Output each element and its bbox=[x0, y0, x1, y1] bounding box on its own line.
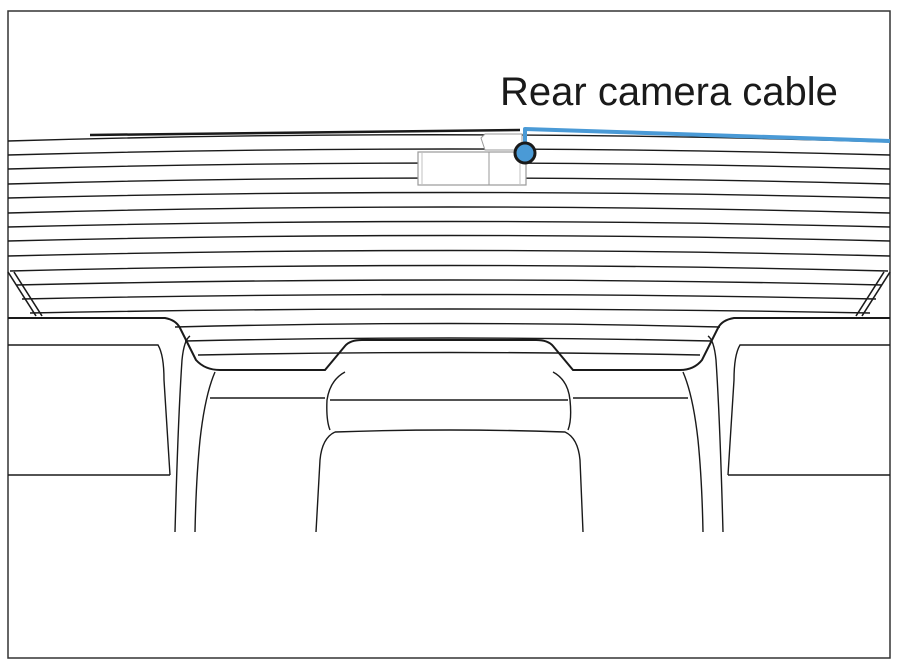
roof-line bbox=[89, 128, 521, 137]
cable-connection-point bbox=[513, 141, 537, 165]
parcel-shelf bbox=[8, 317, 890, 371]
defroster-lines bbox=[7, 134, 891, 356]
diagram-frame bbox=[7, 10, 891, 659]
camera-module bbox=[417, 133, 527, 186]
rear-camera-cable-label: Rear camera cable bbox=[500, 70, 838, 114]
rear-seats bbox=[8, 335, 890, 533]
rear-pillars bbox=[7, 271, 891, 317]
rear-camera-cable bbox=[513, 127, 891, 165]
